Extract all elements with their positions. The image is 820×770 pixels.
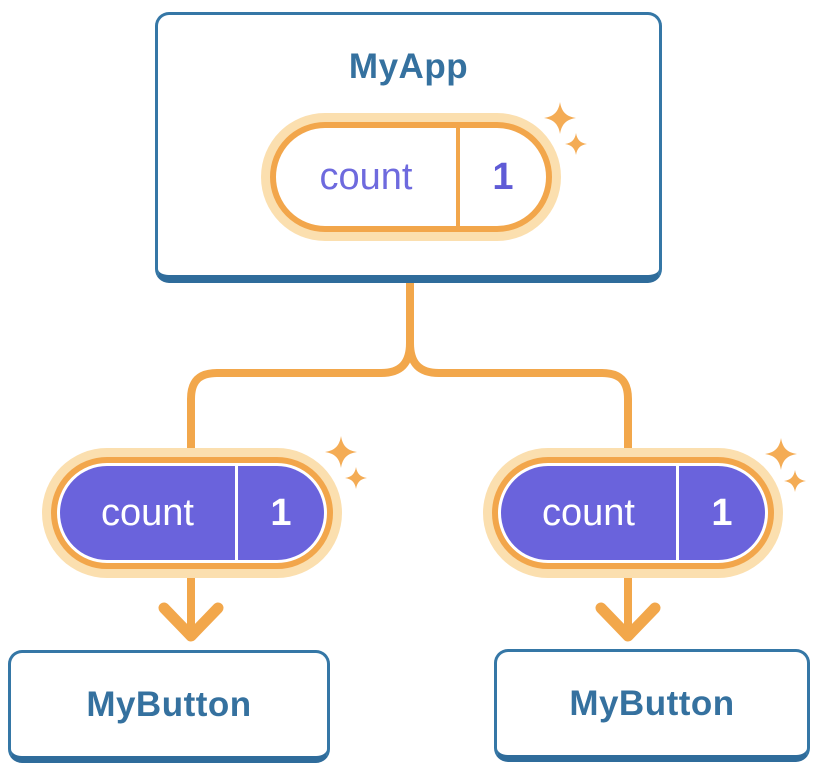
component-title: MyButton: [569, 683, 735, 723]
prop-pill-ring: count 1: [51, 457, 333, 569]
sparkle-icon: [765, 438, 820, 498]
prop-pill-right: count 1: [483, 448, 783, 578]
state-pill-root: count 1: [261, 113, 561, 241]
prop-pill-body: count 1: [60, 466, 324, 560]
component-title: MyApp: [348, 47, 469, 86]
prop-value: 1: [711, 491, 733, 534]
component-title: MyButton: [86, 684, 252, 724]
state-pill-ring: count 1: [270, 122, 552, 232]
prop-name: count: [101, 491, 194, 534]
component-card-child-right: MyButton: [494, 649, 810, 762]
prop-pill-ring: count 1: [492, 457, 774, 569]
state-pill-body: count 1: [276, 128, 546, 226]
sparkle-icon: [325, 436, 385, 496]
pill-divider: [235, 466, 238, 560]
component-card-child-left: MyButton: [8, 650, 330, 763]
state-value: 1: [492, 155, 514, 198]
state-name: count: [319, 155, 413, 198]
prop-pill-left: count 1: [42, 448, 342, 578]
arrow-down-icon: [158, 602, 224, 642]
sparkle-icon: [544, 102, 604, 162]
prop-name: count: [542, 491, 635, 534]
prop-value: 1: [270, 491, 292, 534]
pill-divider: [676, 466, 679, 560]
pill-divider: [456, 128, 460, 226]
arrow-down-icon: [595, 602, 661, 642]
prop-pill-body: count 1: [501, 466, 765, 560]
branch-line-right: [406, 278, 632, 632]
